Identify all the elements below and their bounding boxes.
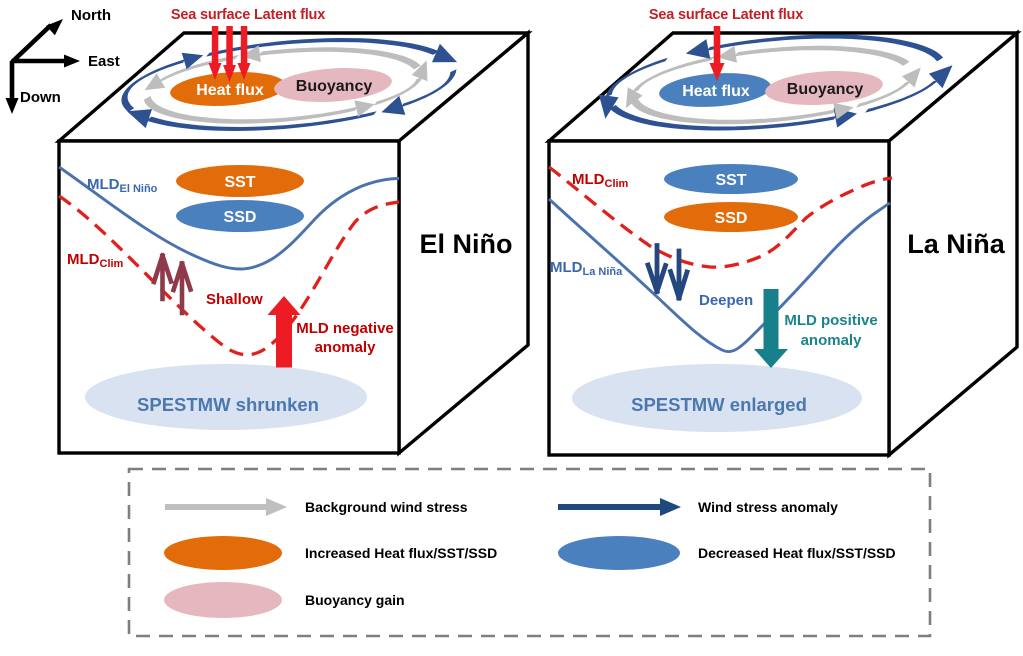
svg-text:SST: SST (224, 174, 255, 191)
svg-text:MLD positive: MLD positive (784, 312, 877, 329)
svg-text:Decreased Heat flux/SST/SSD: Decreased Heat flux/SST/SSD (698, 545, 896, 561)
svg-text:Heat flux: Heat flux (196, 82, 264, 99)
svg-text:Sea surface Latent flux: Sea surface Latent flux (171, 7, 325, 23)
svg-text:Increased Heat flux/SST/SSD: Increased Heat flux/SST/SSD (305, 545, 497, 561)
svg-text:SSD: SSD (224, 209, 257, 226)
svg-text:Heat flux: Heat flux (682, 83, 750, 100)
svg-text:La Niña: La Niña (907, 229, 1006, 259)
svg-text:Sea surface Latent flux: Sea surface Latent flux (649, 7, 803, 23)
svg-text:Background wind stress: Background wind stress (305, 499, 468, 515)
svg-text:anomaly: anomaly (801, 332, 863, 349)
svg-text:SSD: SSD (715, 210, 748, 227)
svg-text:Buoyancy gain: Buoyancy gain (305, 592, 405, 608)
svg-text:Shallow: Shallow (206, 291, 263, 308)
svg-text:anomaly: anomaly (315, 339, 377, 356)
svg-text:North: North (71, 7, 111, 24)
svg-text:Deepen: Deepen (699, 292, 753, 309)
svg-text:Buoyancy: Buoyancy (787, 81, 864, 98)
svg-text:SST: SST (715, 172, 746, 189)
svg-text:SPESTMW enlarged: SPESTMW enlarged (631, 394, 807, 415)
svg-text:MLD negative: MLD negative (296, 320, 394, 337)
svg-text:Buoyancy: Buoyancy (296, 78, 373, 95)
svg-text:El Niño: El Niño (420, 229, 513, 259)
svg-text:Down: Down (20, 89, 61, 106)
svg-text:East: East (88, 53, 120, 70)
svg-text:Wind stress anomaly: Wind stress anomaly (698, 499, 838, 515)
svg-text:SPESTMW shrunken: SPESTMW shrunken (137, 394, 319, 415)
